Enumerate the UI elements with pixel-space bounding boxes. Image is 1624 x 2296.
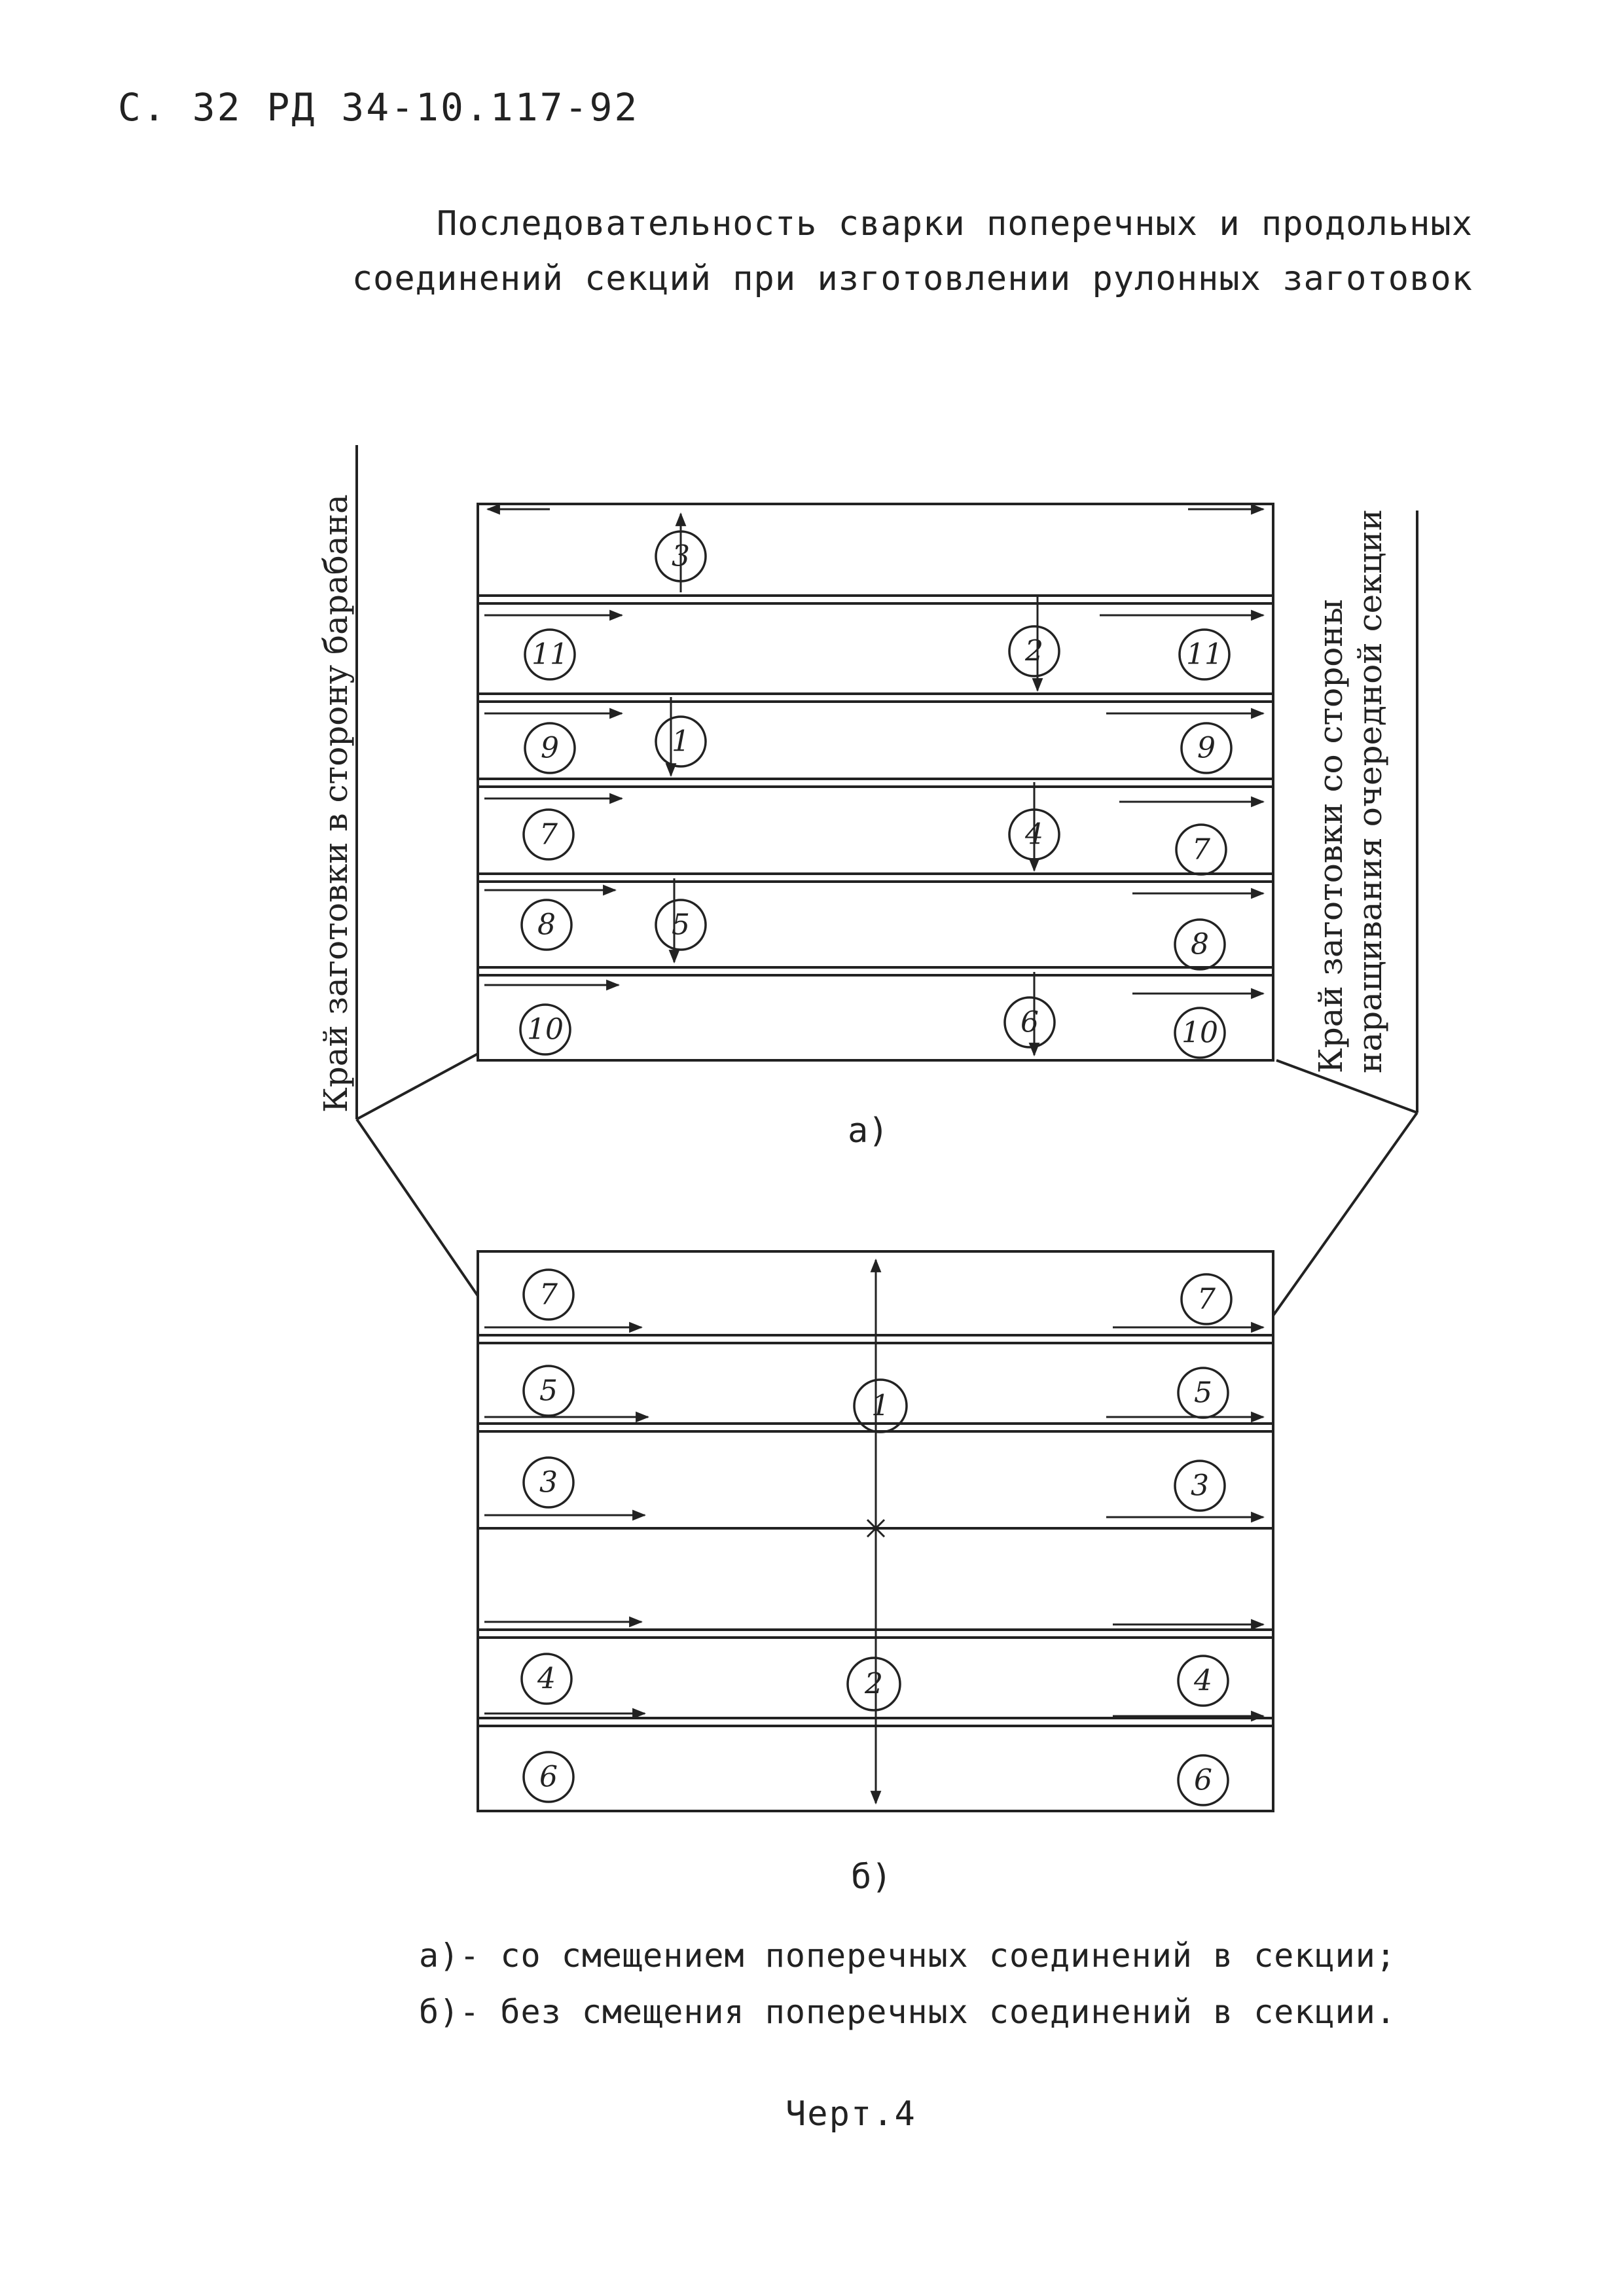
panel-a-left-num: 7 [539,818,558,852]
panel-a-left-num: 9 [541,732,559,765]
panel-b-right-num: 7 [1197,1283,1216,1316]
panel-a-transverse-num: 6 [1020,1006,1039,1039]
panel-b-left-num: 7 [539,1278,558,1312]
left-edge-label: Край заготовки в сторону барабана [317,494,355,1113]
title-line-2: соединений секций при изготовлении рулон… [352,259,1473,298]
panel-a-left-num: 8 [537,908,556,942]
panel-b-transverse-seam [866,1258,886,1805]
panel-a-arrows [484,503,1265,999]
legend-line-a: а)- со смещением поперечных соединений в… [419,1937,1396,1975]
panel-b-frame [477,1250,1274,1812]
panel-a-left-num: 10 [527,1013,564,1047]
panel-b-right-num: 6 [1194,1764,1212,1797]
right-edge-label-line1: Край заготовки со стороны [1312,600,1350,1074]
panel-b-left-num: 4 [537,1662,556,1696]
figure-caption: Черт.4 [785,2094,916,2134]
panel-a-right-num: 8 [1191,928,1209,961]
panel-a-transverse-num: 5 [672,908,690,942]
panel-a-frame [477,503,1274,1062]
panel-b-left-num: 3 [539,1466,558,1499]
panel-b-right-num: 4 [1193,1664,1212,1698]
panel-b-right-num: 5 [1194,1376,1212,1410]
title-line-1: Последовательность сварки поперечных и п… [436,204,1473,243]
legend: а)- со смещением поперечных соединений в… [419,1928,1396,2040]
left-connector-a [356,1052,478,1121]
panel-a-right-num: 10 [1182,1016,1218,1050]
panel-a-right-num: 9 [1197,732,1216,765]
panel-b-transverse-num: 2 [864,1668,883,1701]
right-connector-a [1276,1059,1418,1114]
panel-b-label: б) [851,1857,892,1897]
panel-b-left-num: 6 [539,1761,558,1794]
panel-b-transverse-num: 1 [871,1390,890,1423]
panel-a-right-num: 11 [1186,638,1223,672]
legend-line-b: б)- без смещения поперечных соединений в… [419,1993,1396,2031]
panel-a-label: а) [848,1111,889,1151]
number-circles [519,530,1233,1806]
panel-a-left-num: 11 [532,638,568,672]
panel-a-top-marker: 3 [672,540,690,573]
right-connector-b [1272,1111,1418,1317]
page-header: С. 32 РД 34-10.117-92 [118,85,640,130]
panel-b-arrows [484,1321,1265,1722]
panel-b-left-num: 5 [539,1374,558,1408]
panel-a-seams [478,594,1273,977]
panel-a-right-num: 7 [1192,833,1210,867]
page-title: Последовательность сварки поперечных и п… [327,196,1473,306]
right-edge-label-line2: наращивания очередной секции [1351,509,1389,1073]
panel-a-transverse-num: 1 [672,725,690,759]
panel-a-transverse-num: 2 [1024,635,1043,668]
panel-b-right-num: 3 [1191,1469,1209,1503]
left-connector-b [355,1118,479,1297]
panel-a-transverse-num: 4 [1024,818,1043,852]
